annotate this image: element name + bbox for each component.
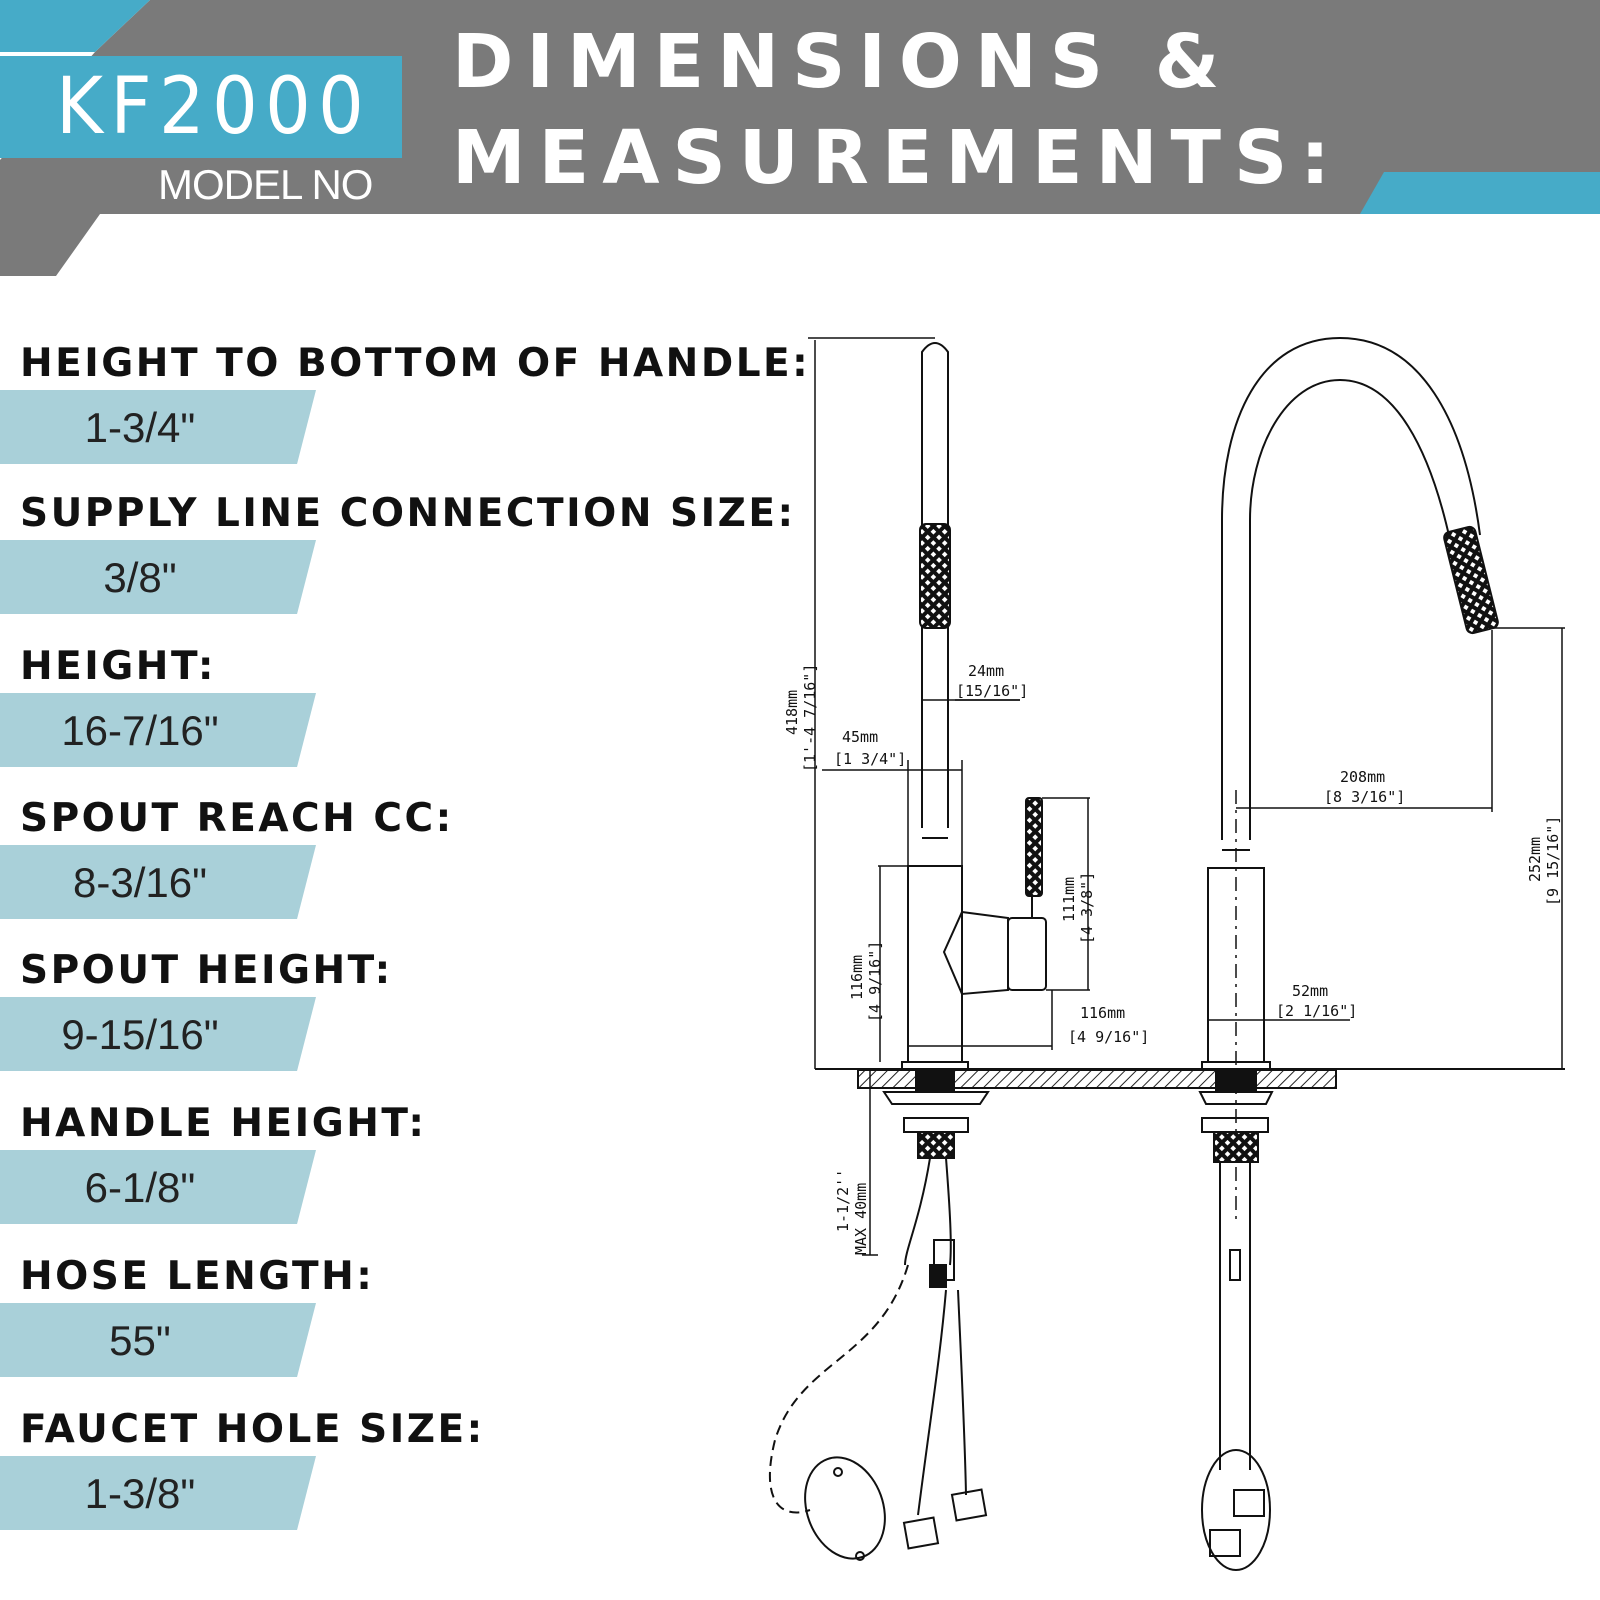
dim-116v-in: [4 9/16"] [866, 941, 884, 1022]
spec-label: HOSE LENGTH: [20, 1254, 375, 1299]
banner-blue-corner [0, 0, 150, 52]
spec-handle-height: HANDLE HEIGHT: 6-1/8" [0, 1100, 800, 1250]
spec-height-to-bottom-of-handle: HEIGHT TO BOTTOM OF HANDLE: 1-3/4" [0, 340, 808, 490]
supply-hose-1 [904, 1157, 931, 1266]
spray-head [919, 523, 951, 629]
spec-label: SPOUT REACH CC: [20, 796, 454, 841]
hose-weight [804, 1456, 886, 1560]
handle-collar [1007, 917, 1047, 991]
spec-label: FAUCET HOLE SIZE: [20, 1407, 485, 1452]
spec-label: HEIGHT: [20, 644, 217, 689]
spec-value: 1-3/8" [84, 1470, 196, 1517]
faucet-technical-drawing: 418mm [1'-4 7/16"] 24mm [15/16"] 45mm [1… [768, 336, 1565, 1571]
faucet-body [907, 865, 963, 1063]
dim-252-in: [9 15/16"] [1544, 816, 1562, 906]
spec-value: 3/8" [103, 554, 177, 601]
spec-faucet-hole-size: FAUCET HOLE SIZE: 1-3/8" [0, 1406, 800, 1556]
dim-24-mm: 24mm [968, 662, 1004, 680]
dim-52-in: [2 1/16"] [1276, 1002, 1357, 1020]
spec-label: HEIGHT TO BOTTOM OF HANDLE: [20, 341, 811, 386]
handle-lever [1025, 797, 1043, 897]
dim-116h-in: [4 9/16"] [1068, 1028, 1149, 1046]
dim-max-40-mm: MAX 40mm [852, 1183, 870, 1255]
dim-45-mm: 45mm [842, 728, 878, 746]
spec-height: HEIGHT: 16-7/16" [0, 643, 800, 793]
spec-value: 55" [109, 1317, 171, 1364]
dim-111-in: [4 3/8"] [1078, 872, 1096, 944]
spec-supply-line-connection-size: SUPPLY LINE CONNECTION SIZE: 3/8" [0, 490, 800, 640]
spray-head-front [1443, 525, 1499, 635]
header-banner [0, 0, 1600, 276]
dim-max-40-in: 1-1/2'' [834, 1169, 852, 1232]
spec-value-band [0, 1303, 316, 1377]
spec-label: SPOUT HEIGHT: [20, 948, 393, 993]
gooseneck-outer [1221, 336, 1481, 840]
spec-spout-height: SPOUT HEIGHT: 9-15/16" [0, 947, 800, 1097]
spec-value-band [0, 693, 316, 767]
spec-value-band [0, 1150, 316, 1224]
spout-tube [921, 342, 949, 828]
spec-value-band [0, 540, 316, 614]
page-title-line-2: MEASUREMENTS: [452, 115, 1343, 201]
spec-value: 6-1/8" [84, 1164, 196, 1211]
spec-value: 9-15/16" [61, 1011, 219, 1058]
dim-24-in: [15/16"] [956, 682, 1028, 700]
handle-hub [942, 910, 1009, 996]
faucet-side-view [768, 342, 1047, 1561]
dim-208-in: [8 3/16"] [1324, 788, 1405, 806]
dim-418-mm: 418mm [783, 690, 801, 735]
model-code-box [0, 56, 402, 158]
hose-weight-front [1201, 1449, 1271, 1571]
dim-418-in: [1'-4 7/16"] [801, 664, 819, 772]
spec-spout-reach-cc: SPOUT REACH CC: 8-3/16" [0, 795, 800, 945]
gooseneck-inner [1249, 378, 1451, 840]
model-code: KF2000 [56, 62, 372, 152]
pull-down-hose-dashed [768, 1264, 909, 1514]
dim-208-mm: 208mm [1340, 768, 1385, 786]
spec-value: 16-7/16" [61, 707, 219, 754]
supply-hose-2 [917, 1289, 947, 1516]
page-title-line-1: DIMENSIONS & [452, 19, 1233, 105]
spec-value-band [0, 845, 316, 919]
dim-111-mm: 111mm [1060, 877, 1078, 922]
spec-value-band [0, 390, 316, 464]
dim-116v-mm: 116mm [848, 955, 866, 1000]
dim-52-mm: 52mm [1292, 982, 1328, 1000]
banner-blue-accent-right [1360, 172, 1600, 214]
spec-value: 8-3/16" [73, 859, 207, 906]
spec-value: 1-3/4" [84, 404, 196, 451]
mounting-nut [915, 1069, 955, 1093]
model-label: MODEL NO [158, 161, 373, 208]
spec-label: HANDLE HEIGHT: [20, 1101, 427, 1146]
dim-252-mm: 252mm [1526, 837, 1544, 882]
spec-hose-length: HOSE LENGTH: 55" [0, 1253, 800, 1403]
dim-116h-mm: 116mm [1080, 1004, 1125, 1022]
spec-value-band [0, 1456, 316, 1530]
faucet-front-view [1198, 336, 1499, 1571]
spec-value-band [0, 997, 316, 1071]
dim-45-in: [1 3/4"] [834, 750, 906, 768]
spec-label: SUPPLY LINE CONNECTION SIZE: [20, 491, 796, 536]
